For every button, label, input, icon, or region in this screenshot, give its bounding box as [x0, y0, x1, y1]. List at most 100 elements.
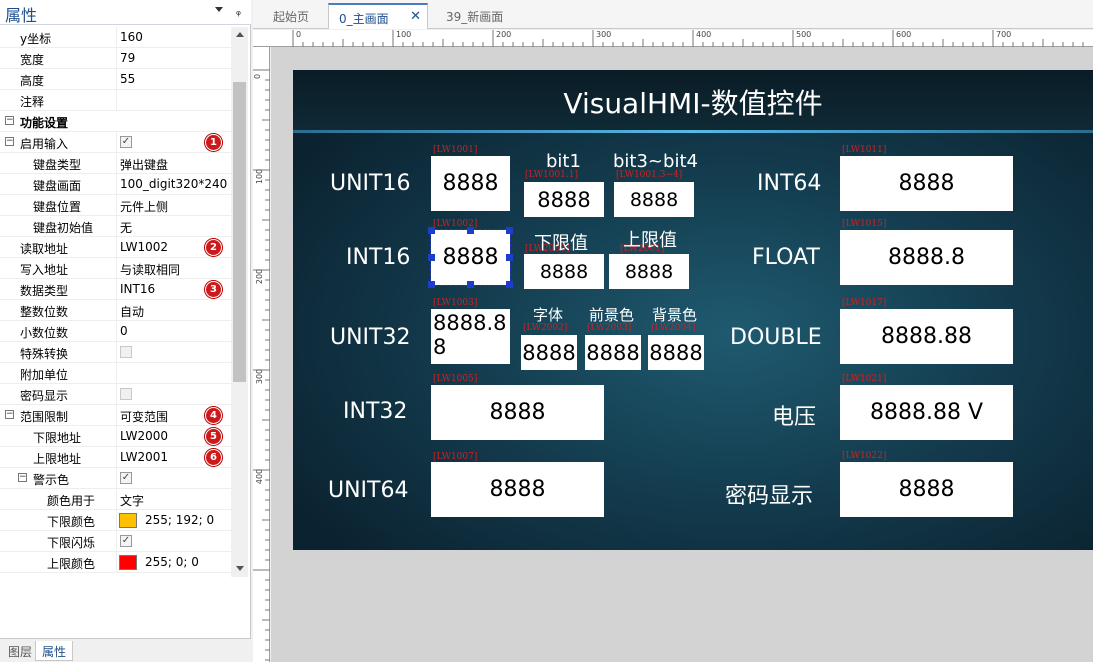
resize-handle[interactable] — [506, 281, 513, 288]
collapse-icon[interactable]: − — [5, 136, 14, 146]
resize-handle[interactable] — [467, 227, 474, 234]
header-divider — [293, 130, 1093, 133]
resize-handle[interactable] — [506, 227, 513, 234]
prop-row-keyboard-type[interactable]: 键盘类型弹出键盘 — [0, 153, 231, 174]
value-box-upper[interactable]: 8888 — [609, 254, 689, 289]
tab-main-screen-label: 0_主画面 — [339, 12, 389, 26]
prop-section-function[interactable]: −功能设置 — [0, 111, 231, 132]
tab-new-screen[interactable]: 39_新画面 — [446, 10, 504, 24]
label-double: DOUBLE — [730, 325, 822, 350]
panel-title-bar: 属性 ᵩ — [0, 0, 251, 25]
value-box-font[interactable]: 8888 — [521, 335, 577, 370]
tab-properties[interactable]: 属性 — [35, 641, 74, 661]
prop-row-warning-color[interactable]: −警示色✓ — [0, 468, 231, 489]
label-bit1: bit1 — [546, 151, 581, 172]
close-icon[interactable]: ✕ — [410, 9, 421, 24]
lower-color-swatch[interactable] — [119, 513, 137, 528]
prop-row-keyboard-initial[interactable]: 键盘初始值无 — [0, 216, 231, 237]
value-box-double[interactable]: 8888.88 — [840, 309, 1013, 364]
tab-start-page[interactable]: 起始页 — [273, 10, 310, 24]
address-lw2003: [LW2003] — [587, 323, 632, 333]
prop-row-note[interactable]: 注释 — [0, 90, 231, 111]
scroll-down-icon[interactable] — [236, 566, 244, 571]
prop-row-special-convert[interactable]: 特殊转换 — [0, 342, 231, 363]
value-box-unit64[interactable]: 8888 — [431, 462, 604, 517]
value-box-unit16[interactable]: 8888 — [431, 156, 510, 211]
value-box-background[interactable]: 8888 — [648, 335, 704, 370]
prop-row-enable-input[interactable]: −启用输入✓1 — [0, 132, 231, 153]
password-checkbox[interactable] — [120, 388, 132, 400]
value-box-password[interactable]: 8888 — [840, 462, 1013, 517]
screen-header — [293, 70, 1093, 132]
label-password: 密码显示 — [725, 484, 814, 509]
scroll-thumb[interactable] — [233, 82, 246, 382]
annotation-badge-1: 1 — [205, 134, 222, 151]
resize-handle[interactable] — [467, 281, 474, 288]
annotation-badge-2: 2 — [205, 239, 222, 256]
lower-blink-checkbox[interactable]: ✓ — [120, 535, 132, 547]
value-box-int64[interactable]: 8888 — [840, 156, 1013, 211]
value-box-bit3-bit4[interactable]: 8888 — [614, 182, 694, 217]
value-box-foreground[interactable]: 8888 — [585, 335, 641, 370]
address-lw1002: [LW1002] — [433, 219, 478, 229]
resize-handle[interactable] — [428, 254, 435, 261]
collapse-icon[interactable]: − — [5, 115, 14, 125]
value-box-bit1[interactable]: 8888 — [524, 182, 604, 217]
prop-row-write-address[interactable]: 写入地址与读取相同 — [0, 258, 231, 279]
prop-row-password[interactable]: 密码显示 — [0, 384, 231, 405]
hmi-screen[interactable]: VisualHMI-数值控件 UNIT16 INT16 UNIT32 INT32… — [293, 70, 1093, 550]
address-lw2001: [LW2001] — [620, 244, 665, 254]
resize-handle[interactable] — [428, 227, 435, 234]
tab-layers[interactable]: 图层 — [8, 645, 33, 659]
tab-main-screen[interactable]: 0_主画面 ✕ — [328, 3, 428, 29]
value-box-float[interactable]: 8888.8 — [840, 230, 1013, 285]
annotation-badge-3: 3 — [205, 281, 222, 298]
annotation-badge-5: 5 — [205, 428, 222, 445]
prop-row-lower-blink[interactable]: 下限闪烁✓ — [0, 531, 231, 552]
prop-row-keyboard-position[interactable]: 键盘位置元件上侧 — [0, 195, 231, 216]
scroll-up-icon[interactable] — [236, 32, 244, 37]
annotation-badge-4: 4 — [205, 407, 222, 424]
resize-handle[interactable] — [506, 254, 513, 261]
pin-icon[interactable]: ᵩ — [236, 4, 241, 18]
screen-title: VisualHMI-数值控件 — [563, 87, 823, 120]
warning-color-checkbox[interactable]: ✓ — [120, 472, 132, 484]
address-lw2002: [LW2002] — [523, 323, 568, 333]
dropdown-arrow-icon[interactable] — [215, 7, 223, 12]
prop-row-unit[interactable]: 附加单位 — [0, 363, 231, 384]
resize-handle[interactable] — [428, 281, 435, 288]
prop-row-color-target[interactable]: 颜色用于文字 — [0, 489, 231, 510]
label-font: 字体 — [533, 306, 564, 324]
collapse-icon[interactable]: − — [5, 409, 14, 419]
label-int16: INT16 — [346, 245, 411, 270]
address-lw1007: [LW1007] — [433, 452, 478, 462]
value-box-voltage[interactable]: 8888.88 V — [840, 385, 1013, 440]
value-box-int32[interactable]: 8888 — [431, 385, 604, 440]
prop-row-integer-digits[interactable]: 整数位数自动 — [0, 300, 231, 321]
value-box-int16-selected[interactable]: 8888 — [430, 229, 511, 286]
address-lw1011: [LW1011] — [842, 145, 887, 155]
value-box-lower[interactable]: 8888 — [524, 254, 604, 289]
collapse-icon[interactable]: − — [18, 472, 27, 482]
special-convert-checkbox[interactable] — [120, 346, 132, 358]
address-lw1017: [LW1017] — [842, 298, 887, 308]
upper-color-swatch[interactable] — [119, 555, 137, 570]
address-lw1001-1: [LW1001.1] — [525, 170, 578, 180]
property-scrollbar[interactable] — [231, 27, 248, 577]
enable-input-checkbox[interactable]: ✓ — [120, 136, 132, 148]
